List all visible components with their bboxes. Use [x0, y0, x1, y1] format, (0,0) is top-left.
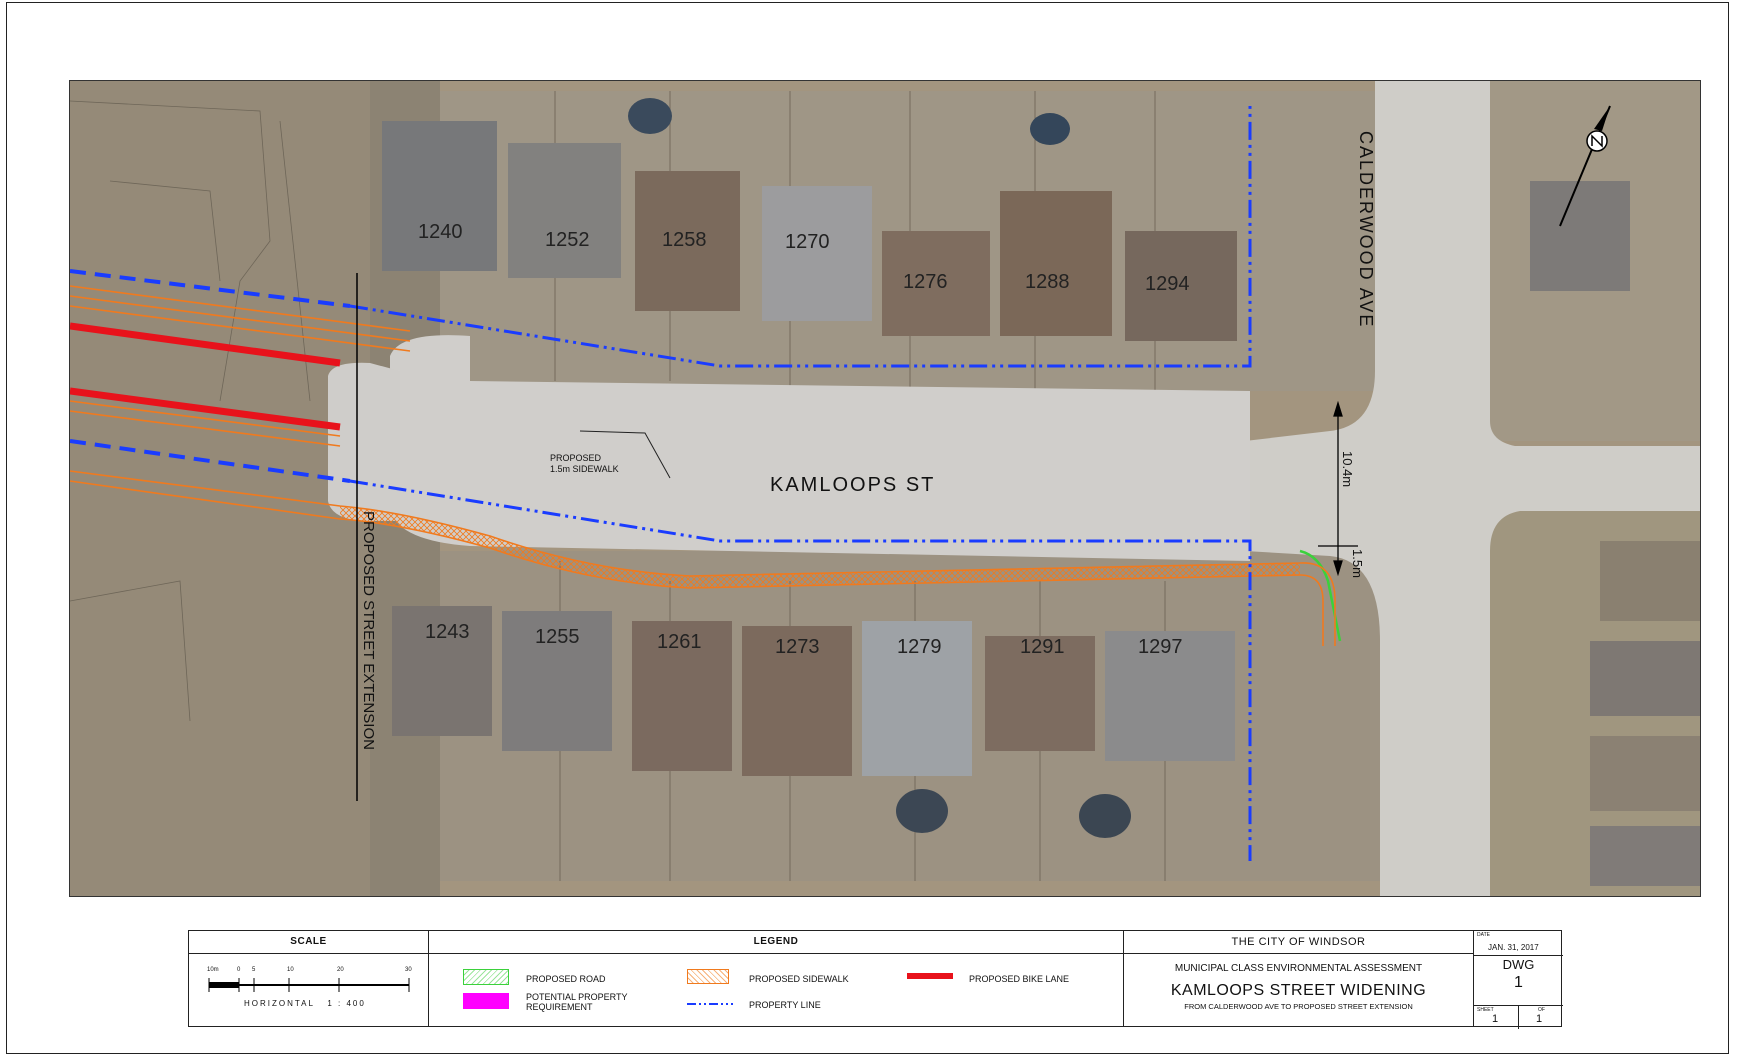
- sidewalk-callout-1: PROPOSED: [550, 453, 602, 463]
- scale-tick-label: 10: [287, 967, 294, 973]
- sidewalk-callout-leader: [579, 430, 671, 479]
- bike-lane-south: [70, 387, 341, 431]
- north-house-number: 1270: [785, 231, 830, 253]
- north-arrow-icon: [1559, 105, 1611, 227]
- se-house-3: [1590, 736, 1700, 811]
- date-box: DATE JAN. 31, 2017: [1474, 931, 1563, 956]
- proposed-sidewalk-label: PROPOSED SIDEWALK: [749, 974, 849, 984]
- dwg-label: DWG: [1502, 957, 1535, 972]
- project-cell: THE CITY OF WINDSOR MUNICIPAL CLASS ENVI…: [1124, 931, 1474, 1026]
- scale-tick-label: 20: [337, 967, 344, 973]
- project-title: KAMLOOPS STREET WIDENING: [1170, 982, 1427, 999]
- calderwood-ave-label: CALDERWOOD AVE: [1356, 131, 1376, 329]
- drawing-sheet-border: [6, 2, 1729, 1054]
- proposed-sidewalk-swatch: [687, 969, 729, 984]
- scale-tick-label: 10m: [207, 967, 219, 973]
- bike-lane-swatch: [907, 973, 953, 979]
- dimension-road-label: 10.4m: [1340, 451, 1355, 488]
- south-house-number: 1261: [657, 631, 702, 653]
- se-house-2: [1590, 641, 1700, 716]
- dwg-number: 1: [1514, 974, 1523, 991]
- sheet-box: SHEET 1 OF 1: [1474, 1005, 1563, 1029]
- west-field: [70, 81, 370, 896]
- bike-lane-north: [70, 322, 341, 367]
- date-value: JAN. 31, 2017: [1488, 943, 1539, 952]
- potential-property-swatch: [463, 993, 509, 1009]
- scale-tick-label: 30: [405, 967, 412, 973]
- cul-de-sac: [328, 362, 400, 521]
- north-house-roofs: [382, 121, 1237, 341]
- property-lines-west: [70, 269, 351, 483]
- north-house-number: 1276: [903, 271, 948, 293]
- property-lines-east: [349, 106, 1252, 861]
- property-line-swatch: [687, 1003, 733, 1005]
- south-house-number: 1291: [1020, 636, 1065, 658]
- se-house-1: [1600, 541, 1700, 621]
- south-house-number: 1243: [425, 621, 470, 643]
- sidewalk-hatch: [340, 506, 1300, 588]
- field-parcel-lines: [70, 100, 311, 722]
- date-label: DATE: [1477, 932, 1490, 938]
- dimension-sidewalk-label: 1.5m: [1350, 549, 1365, 578]
- scale-bar: [208, 978, 410, 992]
- north-house-number: 1288: [1025, 271, 1070, 293]
- legend-header: LEGEND: [429, 931, 1123, 954]
- north-house-number: 1258: [662, 229, 707, 251]
- proposed-road-swatch: [463, 969, 509, 985]
- south-house-roofs: [392, 606, 1235, 776]
- scale-tick-label: 5: [252, 967, 256, 973]
- dimension-line: [1318, 400, 1358, 577]
- south-house-number: 1297: [1138, 636, 1183, 658]
- north-sidewalk-lines: [70, 285, 411, 447]
- bike-lane-label: PROPOSED BIKE LANE: [969, 974, 1070, 984]
- assessment-line: MUNICIPAL CLASS ENVIRONMENTAL ASSESSMENT: [1174, 963, 1423, 974]
- legend-cell: LEGEND PROPOSED ROAD POTENTIAL PROPERTY …: [429, 931, 1124, 1026]
- sheet-number: 1: [1492, 1013, 1499, 1025]
- pool: [1030, 113, 1070, 145]
- pool: [896, 789, 948, 833]
- north-house-number: 1240: [418, 221, 463, 243]
- se-house-4: [1590, 826, 1700, 886]
- pool: [1079, 794, 1131, 838]
- property-line-label: PROPERTY LINE: [749, 1000, 821, 1010]
- scale-tick-label: 0: [237, 967, 241, 973]
- south-house-number: 1279: [897, 636, 942, 658]
- sheet-label: SHEET: [1477, 1007, 1494, 1013]
- south-house-number: 1273: [775, 636, 820, 658]
- potential-property-label: POTENTIAL PROPERTY REQUIREMENT: [526, 992, 628, 1012]
- proposed-road-green: [1299, 549, 1342, 642]
- of-label: OF: [1538, 1007, 1545, 1013]
- south-house-number: 1255: [535, 626, 580, 648]
- sidewalk-callout-2: 1.5m SIDEWALK: [550, 464, 619, 474]
- aerial-map[interactable]: KAMLOOPS ST CALDERWOOD AVE PROPOSED STRE…: [69, 80, 1701, 897]
- scale-caption: HORIZONTAL 1 : 400: [244, 999, 366, 1008]
- aerial-map-svg: [70, 81, 1700, 896]
- of-number: 1: [1536, 1013, 1543, 1025]
- city-name: THE CITY OF WINDSOR: [1124, 931, 1473, 954]
- project-subtitle: FROM CALDERWOOD AVE TO PROPOSED STREET E…: [1184, 1002, 1413, 1011]
- scale-cell: SCALE 10m 0 5 10 20 30 HORIZONTAL 1 : 400: [189, 931, 429, 1026]
- extension-label: PROPOSED STREET EXTENSION: [360, 511, 377, 750]
- dwg-cell: DATE JAN. 31, 2017 DWG 1 SHEET 1 OF 1: [1474, 931, 1563, 1029]
- pool: [628, 98, 672, 134]
- scale-header: SCALE: [189, 931, 428, 954]
- proposed-road-label: PROPOSED ROAD: [526, 974, 606, 984]
- north-house-number: 1252: [545, 229, 590, 251]
- kamloops-st-label: KAMLOOPS ST: [770, 474, 936, 496]
- kamloops-st-road: [390, 335, 1250, 561]
- title-block: SCALE 10m 0 5 10 20 30 HORIZONTAL 1 : 400 LEG…: [188, 930, 1563, 1029]
- calderwood-ave-road: [1245, 81, 1700, 896]
- north-house-number: 1294: [1145, 273, 1190, 295]
- ne-house: [1530, 181, 1630, 291]
